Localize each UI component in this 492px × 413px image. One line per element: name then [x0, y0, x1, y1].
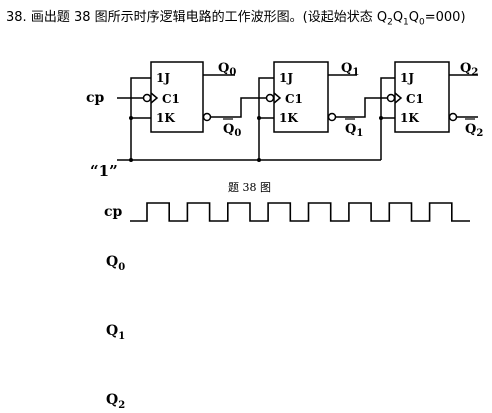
circuit-diagram: cp “1” 1J C1 1K Q0 Q0 1J C1 1K Q1 Q1 1J …: [86, 61, 483, 194]
ff0-jk-tap-wire: [130, 77, 151, 160]
wave-label-q2: Q2: [106, 392, 126, 411]
ff2-qbar-label: Q2: [465, 122, 483, 139]
state-q1: Q: [392, 10, 404, 25]
flipflop-2-clock-bubble: [386, 93, 396, 103]
ff0-k-label: 1K: [156, 111, 175, 125]
ff2-q-label: Q2: [460, 61, 478, 78]
figure-caption: 题 38 图: [228, 181, 271, 194]
state-q2-sub: 2: [387, 17, 393, 28]
wave-label-q1: Q1: [106, 323, 126, 342]
question-body: 画出题 38 图所示时序逻辑电路的工作波形图。(设起始状态: [30, 10, 377, 25]
wave-label-cp: cp: [104, 204, 123, 220]
ff1-jk-tap-wire: [258, 77, 274, 160]
wave-label-q0: Q0: [106, 254, 126, 273]
qbar0-to-ff1-wire: [211, 97, 266, 118]
ff1-j-label: 1J: [279, 71, 293, 85]
junction-dot-3: [129, 158, 133, 162]
junction-dot-1: [257, 116, 261, 120]
ff2-c-label: C1: [406, 92, 424, 106]
state-q2: Q: [376, 10, 388, 25]
ff0-qbar-label: Q0: [223, 122, 241, 139]
ff1-qbar-label: Q1: [345, 122, 363, 139]
flipflop-1-clock-bubble: [265, 93, 275, 103]
cp-waveform: [130, 202, 470, 222]
junction-dot-2: [379, 116, 383, 120]
ff1-c-label: C1: [285, 92, 303, 106]
question-text: 38. 画出题 38 图所示时序逻辑电路的工作波形图。(设起始状态 Q2Q1Q0…: [6, 6, 466, 28]
state-q1-sub: 1: [403, 17, 409, 28]
flipflop-0-clock-bubble: [142, 93, 152, 103]
state-q0: Q: [408, 10, 420, 25]
flipflop-0-qbar-bubble: [202, 112, 212, 122]
ff2-j-label: 1J: [400, 71, 414, 85]
flipflop-1-clock-icon: [273, 92, 282, 104]
ff0-q-label: Q0: [218, 61, 236, 78]
flipflop-2-clock-icon: [394, 92, 403, 104]
ff1-q-label: Q1: [341, 61, 359, 78]
ff2-jk-tap-wire: [380, 77, 395, 160]
flipflop-0-clock-icon: [150, 92, 159, 104]
flipflop-1-qbar-bubble: [327, 112, 337, 122]
logic-one-label: “1”: [90, 162, 118, 180]
state-q0-sub: 0: [419, 17, 425, 28]
cp-input-label: cp: [86, 90, 105, 106]
ff0-j-label: 1J: [156, 71, 170, 85]
cp-waveform-line: [130, 202, 470, 222]
flipflop-2-qbar-bubble: [448, 112, 458, 122]
question-number: 38.: [6, 10, 27, 25]
ff2-k-label: 1K: [400, 111, 419, 125]
qbar1-to-ff2-wire: [336, 97, 387, 118]
junction-dot-4: [257, 158, 261, 162]
ff0-c-label: C1: [162, 92, 180, 106]
junction-dot-0: [129, 116, 133, 120]
ff1-k-label: 1K: [279, 111, 298, 125]
state-value: =000): [424, 10, 466, 25]
